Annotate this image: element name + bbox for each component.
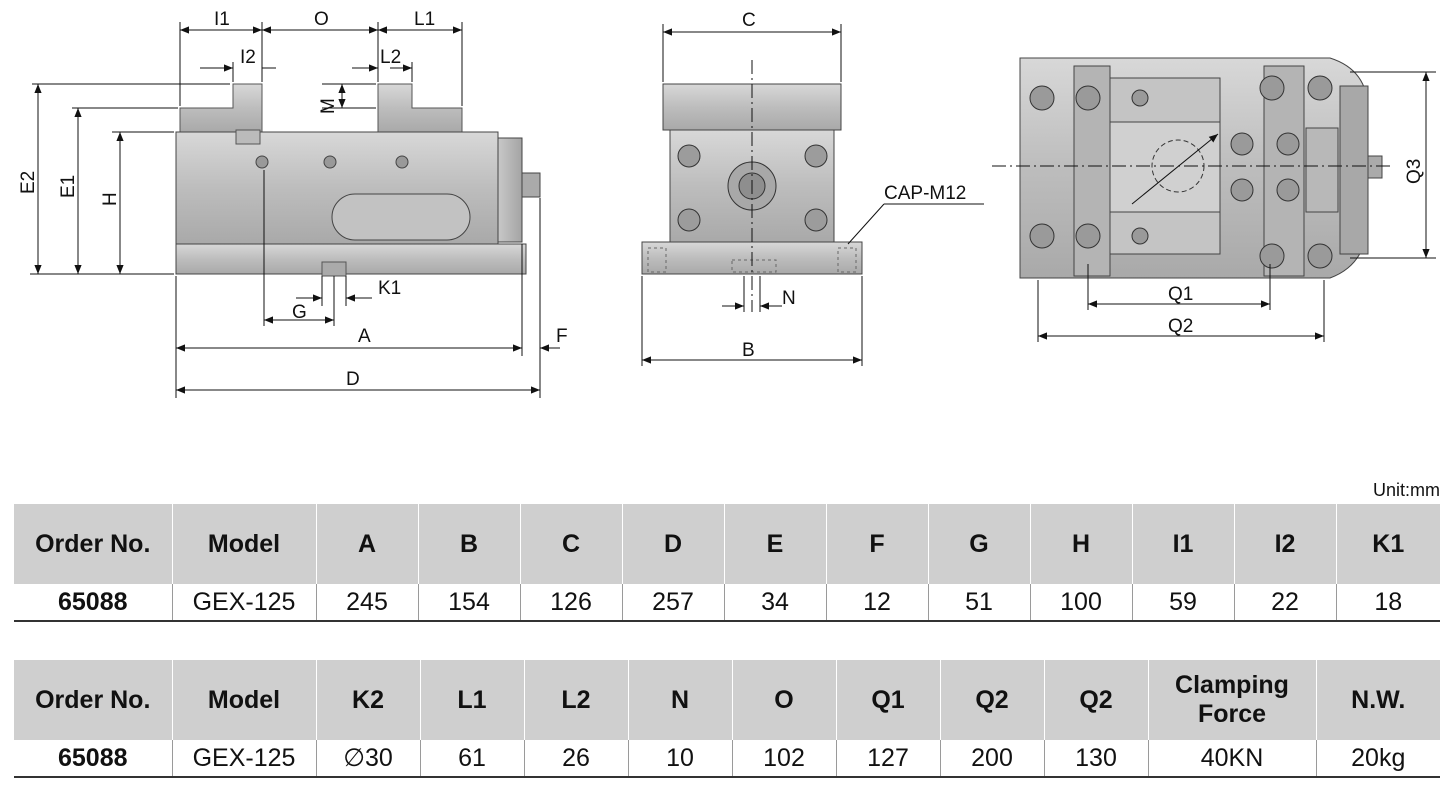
header-nw: N.W. bbox=[1315, 660, 1440, 740]
header-I1: I1 bbox=[1131, 504, 1234, 584]
header-Q1: Q1 bbox=[835, 660, 940, 740]
cell-order-no: 65088 bbox=[14, 584, 172, 622]
cell-L2: 26 bbox=[523, 740, 628, 778]
header-N: N bbox=[627, 660, 732, 740]
cell-model: GEX-125 bbox=[171, 740, 316, 778]
table2-header-row: Order No. Model K2 L1 L2 N O Q1 Q2 Q2 Cl… bbox=[14, 660, 1440, 740]
header-L1: L1 bbox=[419, 660, 524, 740]
label-N: N bbox=[782, 288, 796, 309]
header-clamping-force: Clamping Force bbox=[1147, 660, 1316, 740]
label-Q2: Q2 bbox=[1168, 316, 1193, 337]
header-order-no: Order No. bbox=[14, 504, 172, 584]
label-E2: E2 bbox=[18, 171, 39, 194]
header-order-no: Order No. bbox=[14, 660, 172, 740]
technical-drawing: I1 O L1 I2 L2 M E2 E1 H K1 G A F D bbox=[18, 9, 1436, 398]
label-A: A bbox=[358, 326, 371, 347]
header-K2: K2 bbox=[315, 660, 420, 740]
cell-L1: 61 bbox=[419, 740, 524, 778]
label-Q1: Q1 bbox=[1168, 284, 1193, 305]
cell-F: 12 bbox=[825, 584, 928, 622]
cell-C: 126 bbox=[519, 584, 622, 622]
cell-I1: 59 bbox=[1131, 584, 1234, 622]
header-A: A bbox=[315, 504, 418, 584]
header-G: G bbox=[927, 504, 1030, 584]
top-view bbox=[1019, 57, 1383, 279]
front-view bbox=[175, 83, 541, 277]
header-O: O bbox=[731, 660, 836, 740]
header-model: Model bbox=[171, 660, 316, 740]
cell-A: 245 bbox=[315, 584, 418, 622]
cell-model: GEX-125 bbox=[171, 584, 316, 622]
header-model: Model bbox=[171, 504, 316, 584]
side-dimensions bbox=[641, 24, 984, 366]
label-cap-m12: CAP-M12 bbox=[884, 183, 966, 204]
label-M: M bbox=[318, 98, 339, 114]
label-F: F bbox=[556, 326, 568, 347]
label-C: C bbox=[742, 10, 756, 31]
header-L2: L2 bbox=[523, 660, 628, 740]
cell-order-no: 65088 bbox=[14, 740, 172, 778]
label-L1: L1 bbox=[414, 9, 435, 30]
label-I2: I2 bbox=[240, 47, 256, 68]
header-Q2: Q2 bbox=[939, 660, 1044, 740]
cell-nw: 20kg bbox=[1315, 740, 1440, 778]
cell-clamping-force: 40KN bbox=[1147, 740, 1316, 778]
top-dimensions bbox=[992, 71, 1436, 342]
front-labels: I1 O L1 I2 L2 M E2 E1 H K1 G A F D bbox=[18, 9, 568, 390]
table-row: 65088 GEX-125 245 154 126 257 34 12 51 1… bbox=[14, 584, 1440, 622]
cell-G: 51 bbox=[927, 584, 1030, 622]
header-I2: I2 bbox=[1233, 504, 1336, 584]
spec-table-1: Order No. Model A B C D E F G H I1 I2 K1… bbox=[14, 504, 1440, 622]
cell-D: 257 bbox=[621, 584, 724, 622]
label-E1: E1 bbox=[58, 175, 79, 198]
side-labels: C N B CAP-M12 bbox=[742, 10, 966, 361]
cell-O: 102 bbox=[731, 740, 836, 778]
header-E: E bbox=[723, 504, 826, 584]
label-H: H bbox=[100, 192, 121, 206]
label-B: B bbox=[742, 340, 755, 361]
cell-E: 34 bbox=[723, 584, 826, 622]
spec-table-2: Order No. Model K2 L1 L2 N O Q1 Q2 Q2 Cl… bbox=[14, 660, 1440, 778]
cell-Q2: 200 bbox=[939, 740, 1044, 778]
cell-I2: 22 bbox=[1233, 584, 1336, 622]
cell-Q2b: 130 bbox=[1043, 740, 1148, 778]
table-row: 65088 GEX-125 ∅30 61 26 10 102 127 200 1… bbox=[14, 740, 1440, 778]
table1-header-row: Order No. Model A B C D E F G H I1 I2 K1 bbox=[14, 504, 1440, 584]
cell-H: 100 bbox=[1029, 584, 1132, 622]
label-G: G bbox=[292, 302, 307, 323]
unit-label: Unit:mm bbox=[1373, 480, 1440, 500]
header-Q2b: Q2 bbox=[1043, 660, 1148, 740]
label-L2: L2 bbox=[380, 47, 401, 68]
header-K1: K1 bbox=[1335, 504, 1440, 584]
header-H: H bbox=[1029, 504, 1132, 584]
front-dimensions bbox=[30, 22, 560, 398]
header-D: D bbox=[621, 504, 724, 584]
label-D: D bbox=[346, 369, 360, 390]
label-O: O bbox=[314, 9, 329, 30]
label-I1: I1 bbox=[214, 9, 230, 30]
cell-Q1: 127 bbox=[835, 740, 940, 778]
header-C: C bbox=[519, 504, 622, 584]
label-K1: K1 bbox=[378, 278, 401, 299]
cell-N: 10 bbox=[627, 740, 732, 778]
label-Q3: Q3 bbox=[1404, 159, 1425, 184]
header-F: F bbox=[825, 504, 928, 584]
cell-K1: 18 bbox=[1335, 584, 1440, 622]
cell-B: 154 bbox=[417, 584, 520, 622]
cell-K2: ∅30 bbox=[315, 740, 420, 778]
top-labels: Q1 Q2 Q3 bbox=[1168, 159, 1425, 337]
header-B: B bbox=[417, 504, 520, 584]
